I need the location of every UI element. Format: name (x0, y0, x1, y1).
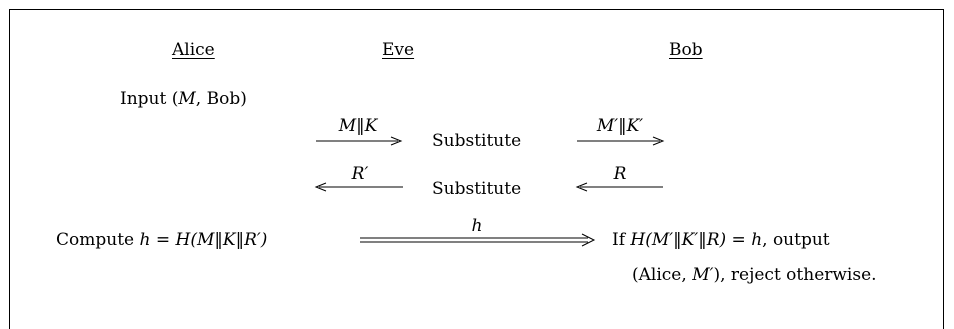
alice-input: Input (M, Bob) (120, 89, 247, 109)
bob-check-formula: H(M′‖K′‖R) = h (630, 230, 763, 250)
msg-m-k: M‖K (338, 116, 378, 136)
msg-r: R (613, 164, 627, 184)
msg-m-prime-k-prime: M′‖K′ (596, 116, 644, 136)
diagram-frame (9, 9, 944, 329)
party-eve: Eve (382, 40, 415, 60)
eve-substitute-2: Substitute (432, 179, 522, 199)
bob-output-prefix: (Alice, (632, 265, 693, 285)
alice-compute-prefix: Compute (56, 230, 140, 250)
bob-output: (Alice, M′), reject otherwise. (632, 265, 877, 285)
bob-output-suffix: ), reject otherwise. (713, 265, 877, 285)
eve-substitute-1: Substitute (432, 131, 522, 151)
alice-input-prefix: Input ( (120, 89, 179, 109)
alice-compute-formula: h = H(M‖K‖R′) (139, 230, 268, 250)
alice-input-m: M (178, 89, 196, 109)
alice-input-suffix: , Bob) (195, 89, 247, 109)
msg-r-prime: R′ (351, 164, 369, 184)
msg-h: h (471, 216, 483, 236)
bob-check-suffix: , output (762, 230, 830, 250)
party-alice: Alice (172, 40, 215, 60)
party-bob: Bob (669, 40, 703, 60)
bob-check-prefix: If (612, 230, 631, 250)
alice-compute: Compute h = H(M‖K‖R′) (56, 230, 267, 250)
bob-check: If H(M′‖K′‖R) = h, output (612, 230, 830, 250)
bob-output-m: M′ (692, 265, 714, 285)
